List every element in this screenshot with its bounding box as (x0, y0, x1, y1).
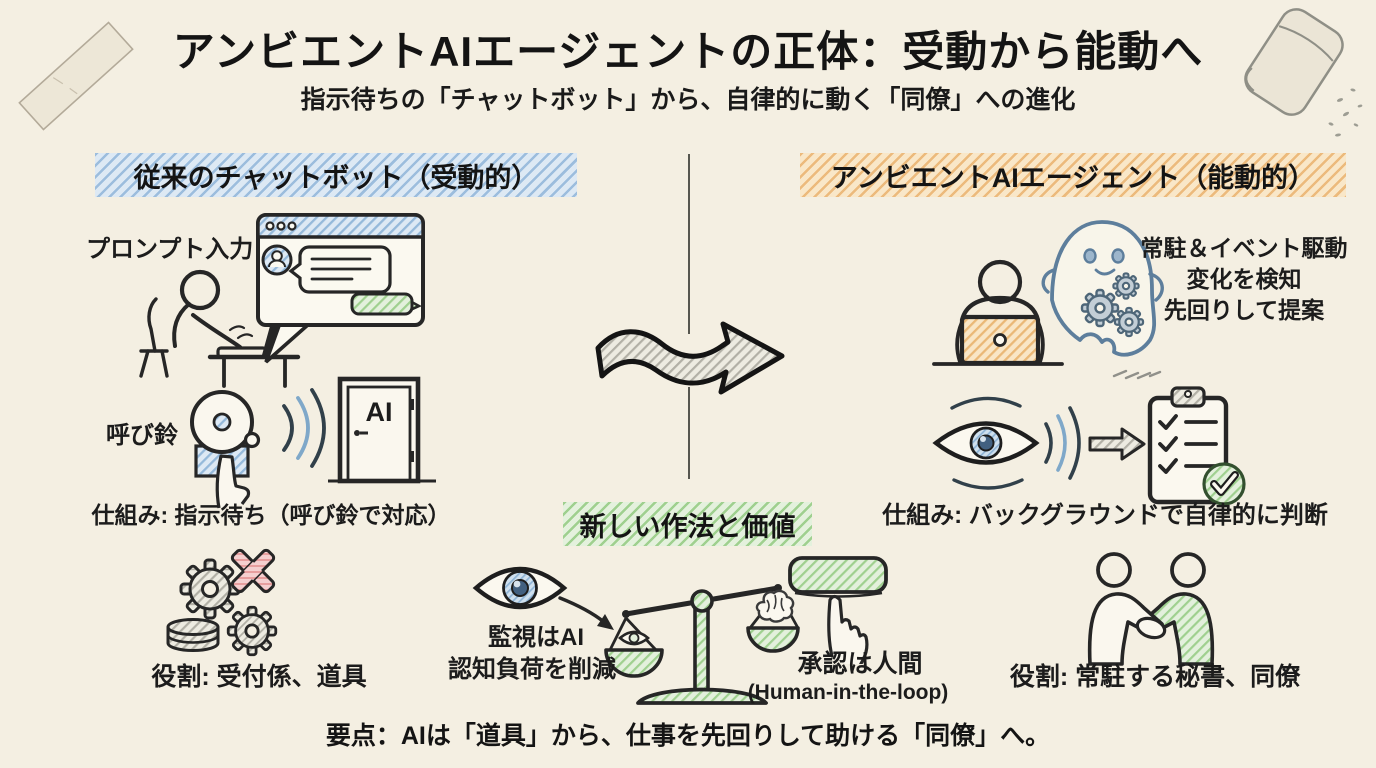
bell-label: 呼び鈴 (106, 422, 178, 449)
right-feature-text: 常駐＆イベント駆動 変化を検知 先回りして提案 (1138, 233, 1350, 326)
ghost-agent-icon (1041, 220, 1164, 380)
avatar (261, 244, 293, 276)
feature-line-2: 変化を検知 (1186, 266, 1302, 292)
prompt-input-label: プロンプト入力 (86, 236, 254, 263)
right-section-header: アンビエントAIエージェント（能動的） (800, 153, 1346, 197)
page-subtitle: 指示待ちの「チャットボット」から、自律的に動く「同僚」への進化 (300, 86, 1076, 114)
curved-arrow-icon (558, 596, 614, 630)
monitor-ai-text: 監視はAI (488, 624, 584, 651)
right-arrow-icon (1088, 427, 1146, 461)
pressing-hand-icon (827, 594, 869, 664)
takeaway-text: 要点：AIは「道具」から、仕事を先回りして助ける「同僚」へ。 (325, 722, 1051, 750)
door-icon: AI (328, 376, 436, 484)
gear-small (226, 605, 278, 657)
transition-arrow-icon (595, 321, 785, 395)
left-role-text: 役割: 受付係、道具 (151, 663, 367, 691)
divider-line (688, 387, 690, 479)
cognitive-load-text: 認知負荷を削減 (448, 656, 616, 683)
left-mechanism-text: 仕組み: 指示待ち（呼び鈴で対応） (91, 502, 451, 528)
pointing-hand-icon (215, 454, 251, 509)
checklist-icon (1147, 386, 1246, 506)
eraser-decoration (1244, 8, 1363, 137)
brain-icon (755, 589, 795, 623)
database-icon (166, 618, 220, 652)
tape-decoration (18, 21, 134, 131)
tool-illustration (166, 548, 278, 657)
sound-waves-icon (282, 388, 326, 468)
right-section-header-label: アンビエントAIエージェント（能動的） (830, 162, 1316, 193)
approve-button-icon (788, 556, 888, 664)
red-x-icon (230, 548, 276, 594)
chat-window-icon (256, 213, 425, 364)
person-and-ghost-illustration (932, 220, 1164, 380)
ghost-gears-icon (1080, 272, 1145, 338)
door-ai-label: AI (366, 397, 393, 427)
center-section-header: 新しい作法と価値 (563, 502, 812, 546)
gears-icon (179, 558, 241, 620)
person-typing-and-chat-illustration (139, 213, 425, 388)
feature-line-3: 先回りして提案 (1163, 297, 1325, 323)
balance-scale-icon (604, 584, 800, 705)
pan-eye-icon (618, 630, 650, 646)
person-laptop-icon (932, 259, 1064, 366)
center-section-header-label: 新しい作法と価値 (579, 511, 796, 542)
divider-line (688, 154, 690, 334)
feature-line-1: 常駐＆イベント駆動 (1140, 235, 1348, 261)
left-section-header: 従来のチャットボット（受動的） (95, 153, 577, 197)
bell-illustration (190, 388, 326, 509)
check-circle-icon (1202, 462, 1246, 506)
page-title: アンビエントAIエージェントの正体：受動から能動へ (172, 28, 1204, 75)
approve-human-text: 承認は人間 (797, 650, 923, 678)
right-mechanism-text: 仕組み: バックグラウンドで自律的に判断 (882, 502, 1328, 529)
left-section-header-label: 従来のチャットボット（受動的） (133, 162, 539, 193)
right-role-text: 役割: 常駐する秘書、同僚 (1009, 663, 1301, 691)
eye-icon (472, 566, 568, 610)
human-in-the-loop-text: (Human-in-the-loop) (747, 681, 949, 704)
handshake-icon (1087, 552, 1215, 666)
watching-eye-icon (932, 396, 1081, 490)
